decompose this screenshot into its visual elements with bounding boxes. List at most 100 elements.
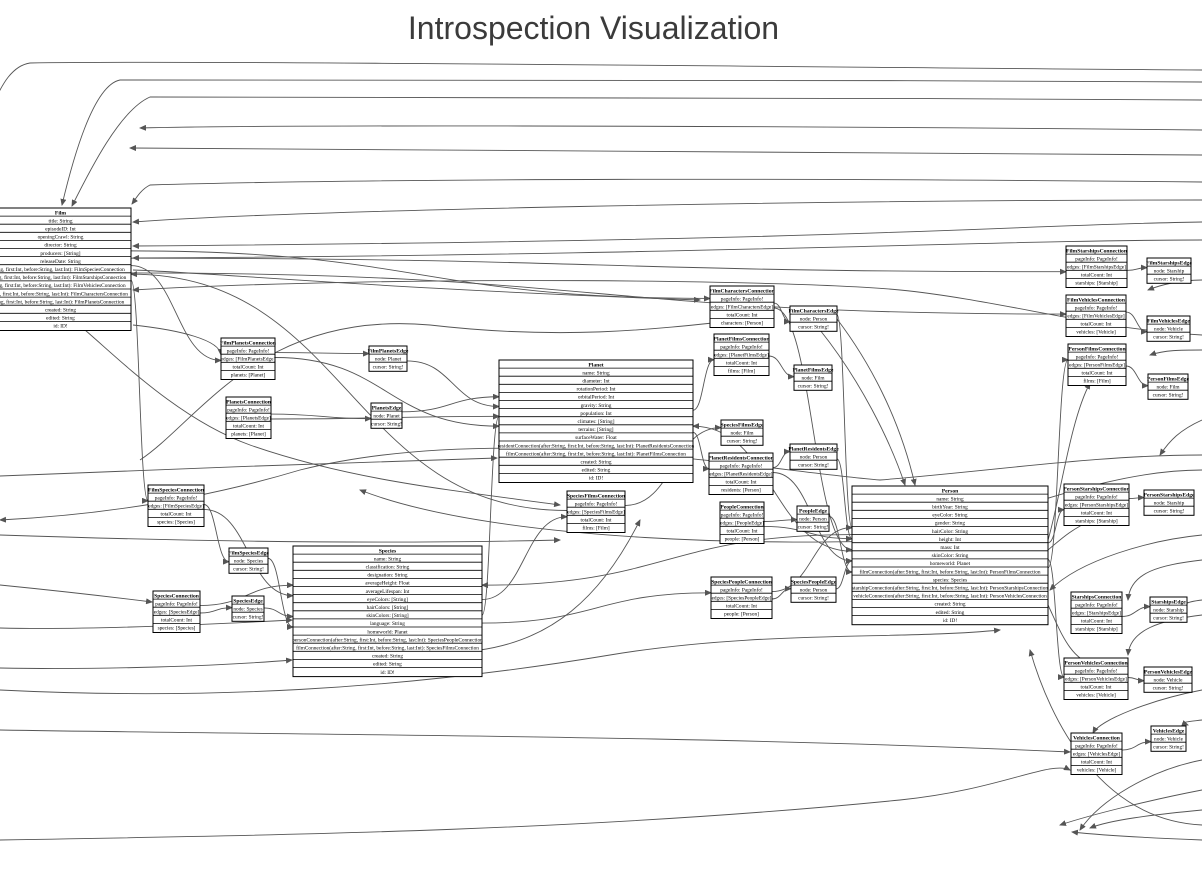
node-field: name: String: [582, 370, 610, 376]
node-box: [1065, 245, 1128, 288]
relation-edge: [828, 515, 853, 575]
node-field: cursor: String!: [1154, 509, 1185, 515]
node-title: FilmVehiclesConnection: [1067, 297, 1126, 303]
connector-curve: [1089, 809, 1202, 829]
connector-curve: [132, 269, 701, 303]
node-box: [498, 359, 694, 483]
node-box: [719, 501, 765, 544]
node-field: totalCount: Int: [726, 361, 758, 367]
node-box: [225, 396, 272, 439]
node-field: node: Vehicle: [1154, 736, 1184, 742]
node-field: films: [Film]: [582, 525, 609, 532]
node-field: characters: [Person]: [721, 321, 763, 327]
node-field: hairColors: [String]: [367, 605, 409, 611]
connector-curve: [132, 280, 1202, 336]
relation-edge: [130, 257, 1067, 275]
connector-curve: [1159, 419, 1202, 456]
node-title: FilmStarshipsConnection: [1066, 248, 1128, 254]
node-field: averageHeight: Float: [365, 581, 410, 587]
node-box: [1143, 489, 1195, 516]
node-field: node: Planet: [373, 413, 400, 419]
relation-edge: [130, 250, 711, 302]
connector-curve: [132, 239, 1202, 261]
node-title: FilmPlanetsEdge: [368, 348, 409, 354]
relation-edge: [203, 504, 230, 565]
relation-edge: [274, 357, 500, 430]
node-field: averageLifespan: Int: [366, 588, 410, 595]
node-field: node: Person: [800, 454, 828, 460]
relation-edge: [763, 516, 798, 523]
node-field: edges: [FilmSpeciesEdge]: [148, 504, 204, 510]
node-field: pageInfo: PageInfo!: [720, 586, 763, 593]
relation-edge: [692, 356, 715, 411]
connector-curve: [139, 317, 741, 461]
node-field: node: Film: [1156, 384, 1180, 390]
node-field: totalCount: Int: [1081, 511, 1113, 517]
node-field: cursor: String!: [798, 596, 829, 602]
node-field: openingCrawl: String: [38, 235, 84, 241]
node-field: designation: String: [367, 573, 408, 579]
node-field: node: Planet: [375, 356, 402, 362]
node-title: PlanetsConnection: [226, 399, 272, 405]
node-field: totalCount: Int: [160, 512, 192, 518]
node-field: node: Person: [799, 516, 827, 522]
node-field: totalCount: Int: [1081, 273, 1113, 279]
relation-edge: [1121, 738, 1152, 751]
node-field: cursor: String!: [233, 615, 264, 621]
connector-curve: [0, 627, 1001, 695]
node-field: id: ID!: [589, 476, 604, 482]
relation-edge: [1127, 677, 1145, 684]
node-field: totalCount: Int: [726, 529, 758, 535]
node-field: cursor: String!: [1153, 335, 1184, 341]
node-field: climates: [String]: [578, 419, 615, 425]
node-field: pageInfo: PageInfo!: [227, 406, 270, 413]
relation-edge: [771, 585, 792, 600]
node-field: ing, first:Int, before:String, last:Int)…: [0, 290, 128, 297]
node-field: skinColors: [String]: [366, 613, 408, 619]
node-box: [709, 285, 775, 328]
node-field: gender: String: [935, 521, 966, 527]
node-field: diameter: Int: [582, 379, 610, 385]
node-field: filmConnection(after:String, first:Int, …: [506, 450, 686, 457]
